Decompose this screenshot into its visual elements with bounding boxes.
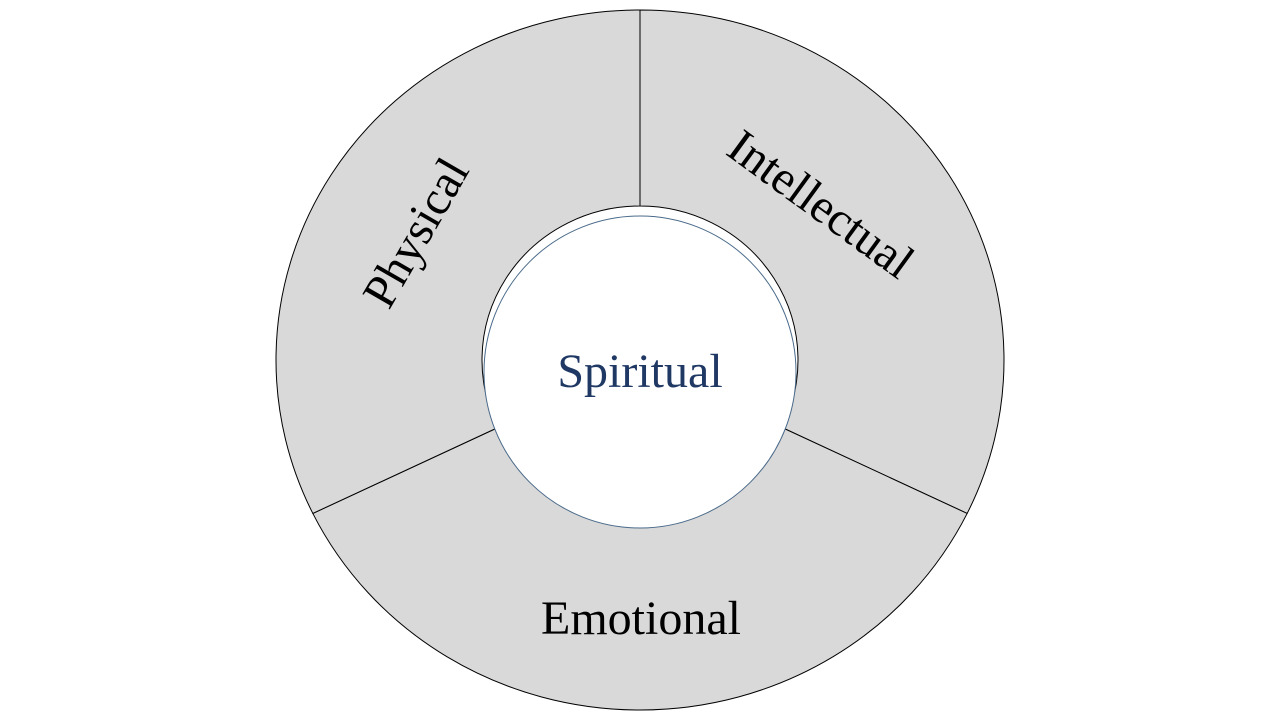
center-circle xyxy=(483,215,797,529)
ring-segments xyxy=(275,9,1005,711)
segment-label-emotional: Emotional xyxy=(541,592,741,645)
center-label: Spiritual xyxy=(557,345,722,398)
segment-physical xyxy=(275,9,641,515)
segment-intellectual xyxy=(639,9,1005,515)
